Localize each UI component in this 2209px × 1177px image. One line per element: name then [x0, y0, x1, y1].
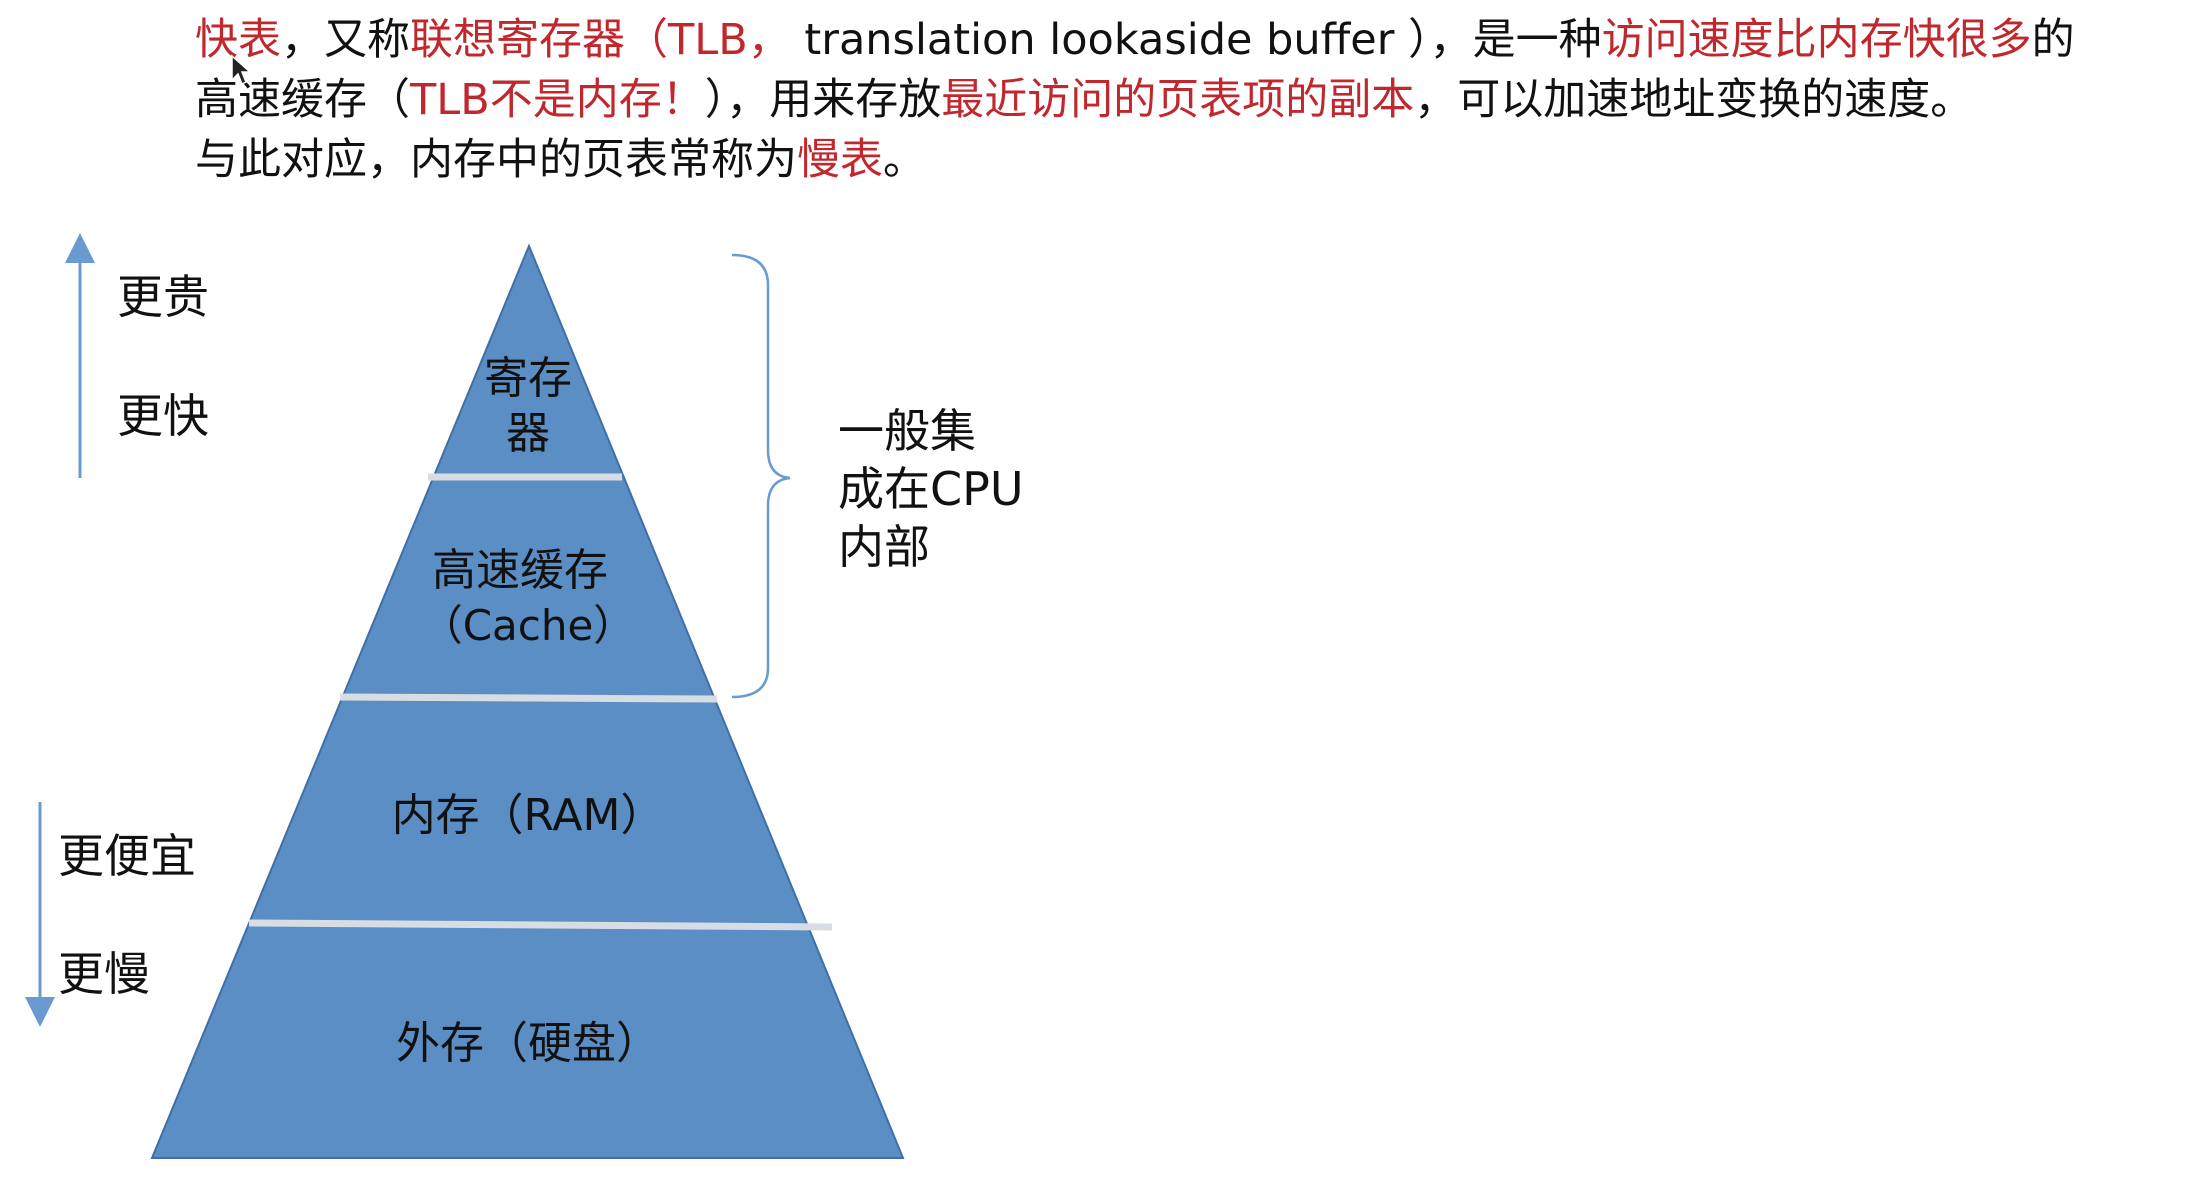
label-more-expensive: 更贵 [117, 270, 209, 324]
label-cheaper: 更便宜 [58, 829, 196, 883]
intro-text: 的 [2031, 15, 2075, 65]
intro-highlight-text: 慢表 [797, 135, 883, 185]
intro-text: 高速缓存（ [195, 75, 410, 125]
intro-text: 。 [883, 135, 926, 185]
level-label-ram: 内存（RAM） [392, 790, 665, 841]
right-brace [731, 253, 791, 699]
brace-label-line3: 内部 [838, 520, 930, 574]
level-label-cache-line1: 高速缓存 [432, 545, 608, 596]
level-label-register-line1: 寄存 [484, 353, 572, 404]
label-slower: 更慢 [58, 947, 150, 1001]
intro-highlight-text: TLB不是内存！ [410, 75, 705, 125]
intro-text: ），用来存放 [704, 75, 942, 125]
pyramid-divider-2 [339, 693, 718, 703]
intro-highlight-text: 联想寄存器（TLB， [410, 15, 791, 65]
level-label-cache-line2: （Cache） [421, 601, 636, 650]
intro-text: 与此对应，内存中的页表常称为 [195, 135, 797, 185]
intro-highlight-text: 快表 [195, 15, 281, 65]
intro-text: translation lookaside buffer ），是一种 [790, 15, 1602, 65]
intro-highlight-text: 访问速度比内存快很多 [1601, 15, 2032, 65]
label-faster: 更快 [117, 389, 209, 443]
intro-text: ，可以加速地址变换的速度。 [1414, 75, 1974, 125]
intro-paragraph: 快表，又称联想寄存器（TLB， translation lookaside bu… [195, 10, 2195, 190]
level-label-register-line2: 器 [506, 408, 550, 459]
mouse-cursor-icon [231, 54, 252, 86]
level-label-disk: 外存（硬盘） [396, 1018, 660, 1069]
intro-highlight-text: 最近访问的页表项的副本 [941, 75, 1415, 125]
pyramid-divider-3 [248, 919, 833, 931]
intro-text: ，又称 [281, 15, 410, 65]
brace-label-line1: 一般集 [838, 404, 976, 458]
brace-label-line2: 成在CPU [838, 462, 1024, 516]
